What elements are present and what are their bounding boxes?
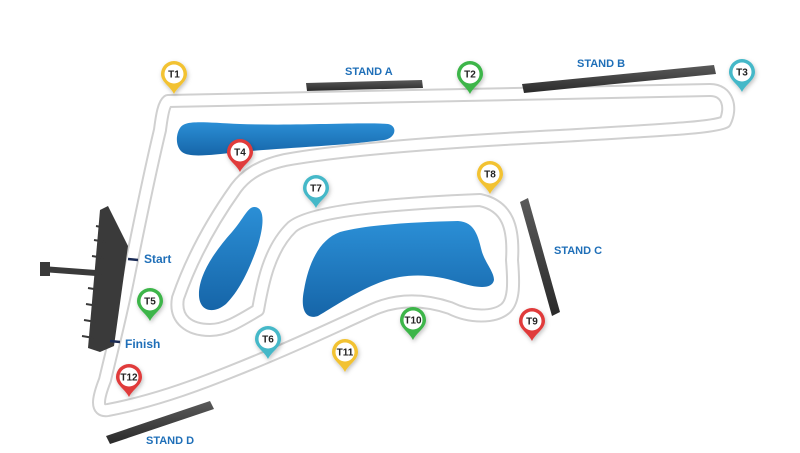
pit-building bbox=[40, 206, 128, 352]
stand-a: STAND A bbox=[306, 66, 423, 91]
turn-marker-t8[interactable]: T8 bbox=[477, 161, 503, 194]
finish-line-mark bbox=[109, 339, 121, 344]
start-line-mark bbox=[127, 257, 139, 262]
turn-marker-t5[interactable]: T5 bbox=[137, 288, 163, 321]
turn-marker-t3[interactable]: T3 bbox=[729, 59, 755, 92]
turn-marker-label: T3 bbox=[736, 68, 748, 79]
turn-marker-label: T11 bbox=[337, 348, 354, 359]
turn-marker-t10[interactable]: T10 bbox=[400, 307, 426, 340]
turn-marker-label: T9 bbox=[526, 317, 538, 328]
turn-marker-face bbox=[306, 178, 326, 198]
turn-marker-label: T4 bbox=[234, 148, 246, 159]
turn-marker-face bbox=[164, 64, 184, 84]
turn-marker-face bbox=[119, 367, 139, 387]
stand-b: STAND B bbox=[522, 58, 716, 93]
stand-c-label: STAND C bbox=[554, 245, 602, 257]
finish-label: Finish bbox=[125, 337, 160, 351]
stand-d: STAND D bbox=[106, 401, 214, 447]
turn-marker-t2[interactable]: T2 bbox=[457, 61, 483, 94]
stand-c: STAND C bbox=[520, 198, 602, 316]
turn-marker-t12[interactable]: T12 bbox=[116, 364, 142, 397]
turn-marker-t11[interactable]: T11 bbox=[332, 339, 358, 372]
start-label: Start bbox=[144, 252, 171, 266]
turn-marker-label: T12 bbox=[120, 373, 138, 384]
turn-marker-face bbox=[480, 164, 500, 184]
pond-west bbox=[198, 206, 263, 311]
turn-marker-face bbox=[335, 342, 355, 362]
turn-marker-face bbox=[403, 310, 423, 330]
turn-marker-label: T5 bbox=[144, 297, 156, 308]
turn-marker-face bbox=[732, 62, 752, 82]
turn-marker-label: T1 bbox=[168, 70, 180, 81]
stand-d-label: STAND D bbox=[146, 435, 194, 447]
turn-marker-t6[interactable]: T6 bbox=[255, 326, 281, 359]
turn-marker-face bbox=[230, 142, 250, 162]
turn-marker-t4[interactable]: T4 bbox=[227, 139, 253, 172]
turn-marker-label: T10 bbox=[404, 316, 422, 327]
race-track bbox=[92, 83, 736, 418]
turn-marker-face bbox=[258, 329, 278, 349]
turn-marker-face bbox=[140, 291, 160, 311]
turn-marker-label: T8 bbox=[484, 170, 496, 181]
pond-center bbox=[302, 221, 494, 317]
turn-marker-t7[interactable]: T7 bbox=[303, 175, 329, 208]
turn-marker-t9[interactable]: T9 bbox=[519, 308, 545, 341]
turn-marker-face bbox=[522, 311, 542, 331]
turn-marker-label: T7 bbox=[310, 184, 322, 195]
stand-a-label: STAND A bbox=[345, 66, 393, 78]
turn-marker-t1[interactable]: T1 bbox=[161, 61, 187, 94]
stand-b-label: STAND B bbox=[577, 58, 625, 70]
turn-marker-face bbox=[460, 64, 480, 84]
turn-marker-label: T2 bbox=[464, 70, 476, 81]
turn-marker-label: T6 bbox=[262, 335, 274, 346]
